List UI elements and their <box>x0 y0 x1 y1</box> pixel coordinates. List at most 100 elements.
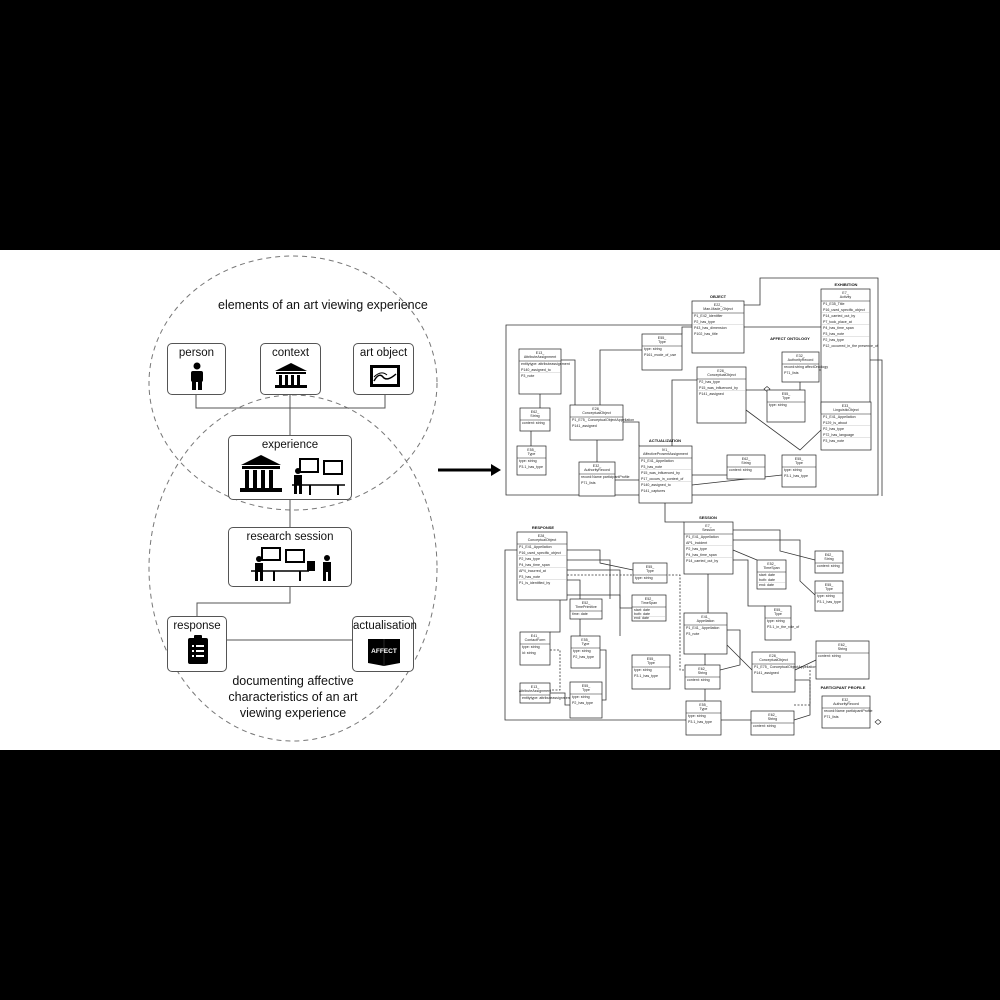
uml-class-title: E55_ <box>795 457 804 461</box>
uml-class-title: E62_ <box>825 553 834 557</box>
uml-class-title: String <box>741 461 750 465</box>
uml-class-title: AuthorityRecord <box>584 468 610 472</box>
uml-class-attribute: P1_E41_Appellation <box>686 535 719 539</box>
context-label: context <box>271 347 310 359</box>
uml-class-attribute: P141_assigned <box>572 424 597 428</box>
research-session-node: research session <box>228 527 352 587</box>
uml-class-attribute: P3_note <box>686 632 699 636</box>
uml-class-attribute: P140_assigned_to <box>641 483 671 487</box>
uml-class-attribute: record:string affectOntology <box>784 365 828 369</box>
uml-class-attribute: P72_has_language <box>823 433 854 437</box>
uml-class-attribute: P141_assigned <box>699 392 724 396</box>
uml-class-attribute: P15_was_influenced_by <box>699 386 738 390</box>
uml-class-attribute: P140_assigned_to <box>521 368 551 372</box>
uml-association-line <box>733 539 816 596</box>
uml-class-attribute: type: string <box>635 576 653 580</box>
uml-class-title: E55_ <box>825 583 834 587</box>
uml-class-attribute: both: date <box>759 578 775 582</box>
uml-class-box: E7_SessionP1_E41_AppellationAP1_incident… <box>683 521 734 575</box>
uml-class-title: E13_ <box>536 351 545 355</box>
uml-section-label: RESPONSE <box>532 525 555 530</box>
uml-association-line <box>733 529 816 561</box>
uml-class-attribute: AP1_incident <box>686 541 707 545</box>
uml-class-title: E32_ <box>796 354 805 358</box>
uml-class-title: AttributeAssignment <box>519 689 551 693</box>
uml-class-title: E7_ <box>705 524 712 528</box>
uml-association-line <box>733 559 765 607</box>
uml-class-attribute: P12_occurred_in_the presence_of <box>823 344 878 348</box>
uml-class-attribute: type: string <box>634 668 652 672</box>
uml-association-line <box>726 644 753 671</box>
uml-class-attribute: P2_has_type <box>823 427 844 431</box>
uml-dependency-line <box>794 670 811 706</box>
person-icon <box>191 362 203 390</box>
uml-class-title: Type <box>582 688 590 692</box>
context-node: context <box>260 343 321 395</box>
uml-class-box: E28_ConceptualObjectP2_has_typeP15_was_i… <box>696 366 747 424</box>
uml-class-title: E41_ <box>531 634 540 638</box>
art-object-label: art object <box>359 347 408 359</box>
uml-class-title: E52_ <box>645 597 654 601</box>
uml-class-attribute: end: date <box>634 616 649 620</box>
uml-class-attribute: P2_has_type <box>686 547 707 551</box>
uml-class-attribute: entitytype: attributeassignment <box>522 696 571 700</box>
uml-class-title: String <box>838 647 847 651</box>
uml-class-box: E7_ActivityP1_E35_TitleP16_used_specific… <box>820 288 878 414</box>
uml-class-attribute: content: string <box>687 678 710 682</box>
uml-class-title: String <box>530 414 539 418</box>
uml-class-title: Type <box>795 461 803 465</box>
uml-class-attribute: P3_has_note <box>641 465 662 469</box>
uml-association-line <box>504 549 686 721</box>
uml-class-attribute: type: string <box>522 645 540 649</box>
uml-association-line <box>793 679 811 721</box>
uml-class-title: AttributeAssignment <box>524 355 556 359</box>
uml-association-line <box>732 549 758 561</box>
uml-class-attribute: type: string <box>817 594 835 598</box>
uml-class-title: E62_ <box>698 667 707 671</box>
uml-class-title: Activity <box>840 295 852 299</box>
uml-class-title: E55_ <box>582 684 591 688</box>
uml-class-attribute: P71_lists <box>784 371 799 375</box>
uml-class-title: E55_ <box>782 392 791 396</box>
uml-class-title: E28_ <box>769 654 778 658</box>
museum-visitor-icon <box>240 455 345 495</box>
uml-class-title: ConceptualObject <box>707 373 736 377</box>
uml-section-label: ACTUALIZATION <box>649 438 681 443</box>
uml-class-title: E55_ <box>774 608 783 612</box>
uml-class-title: IV1_ <box>662 448 670 452</box>
uml-association-line <box>505 277 879 496</box>
uml-class-attribute: end: date <box>759 583 774 587</box>
uml-class-title: E55_ <box>527 448 536 452</box>
uml-class-attribute: P129_is_about <box>823 421 847 425</box>
uml-class-box: IV1_AffectiveProsentAssignmentP1_E41_App… <box>638 445 693 504</box>
uml-class-attribute: type: string <box>573 649 591 653</box>
figure-panel: elements of an art viewing experience do… <box>0 250 1000 750</box>
uml-class-title: E32_ <box>593 464 602 468</box>
art-object-node: art object <box>353 343 414 395</box>
uml-class-attribute: P17_occurs_in_context_of <box>641 477 683 481</box>
uml-section-label: OBJECT <box>710 294 727 299</box>
uml-class-title: E28_ <box>592 407 601 411</box>
uml-class-attribute: P3.1_has_type <box>688 720 712 724</box>
uml-class-title: TimeSpan <box>641 601 657 605</box>
uml-section-label: SESSION <box>699 515 717 520</box>
uml-class-title: Man-Made_Object <box>703 307 733 311</box>
actualisation-node: actualisation AFFECT <box>352 616 417 672</box>
uml-class-attribute: type: string <box>769 403 787 407</box>
uml-class-title: Type <box>646 569 654 573</box>
uml-class-attribute: type: string <box>688 714 706 718</box>
